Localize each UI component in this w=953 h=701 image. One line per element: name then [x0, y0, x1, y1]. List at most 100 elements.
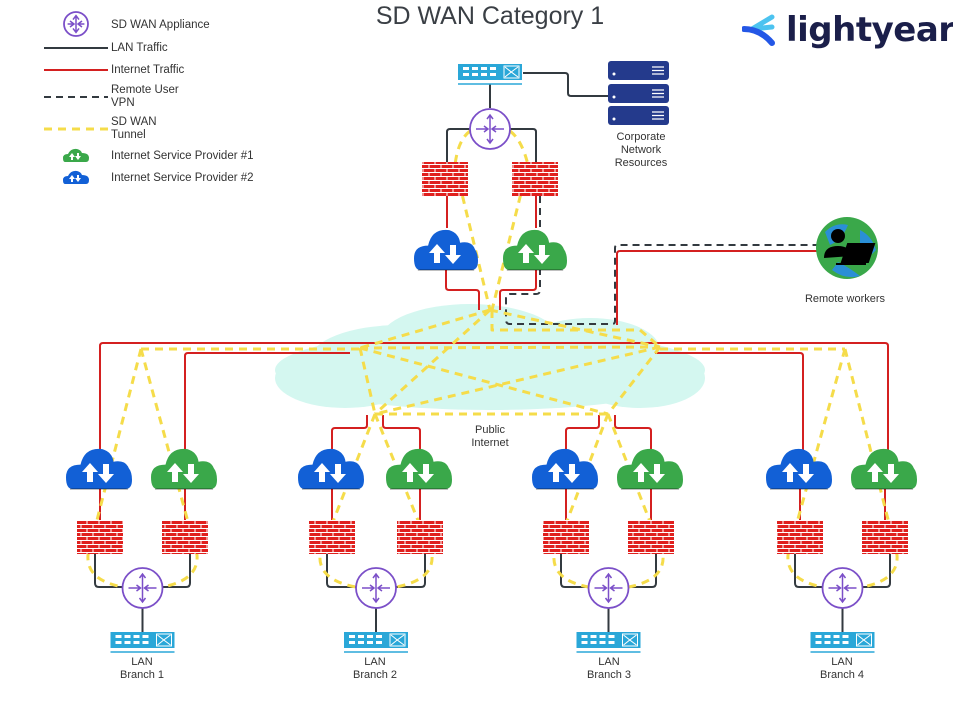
cloud-body — [151, 448, 217, 489]
legend-label-internet: Internet Traffic — [111, 64, 185, 76]
branch-4-isp2-cloud-icon — [766, 448, 832, 490]
server-led — [612, 72, 616, 76]
upload-arrow-icon — [429, 244, 445, 264]
upload-arrow-icon — [782, 463, 798, 483]
switch-port — [842, 635, 849, 638]
branch-2-sd-wan-appliance-icon — [355, 567, 397, 609]
switch-port — [463, 67, 469, 70]
switch-port — [824, 635, 831, 638]
download-arrow-icon — [649, 464, 665, 484]
lightyear-logo-text: lightyear — [786, 10, 953, 50]
hq-lan-switch-icon — [458, 64, 522, 85]
hq-sd-wan-appliance-icon — [469, 108, 511, 150]
legend-appliance-icon — [63, 11, 89, 37]
legend-label-lan: LAN Traffic — [111, 42, 168, 54]
upload-arrow-icon — [867, 463, 883, 483]
switch-port — [133, 635, 140, 638]
switch-port — [472, 73, 478, 76]
branch-4-sd-wan-appliance-icon — [821, 567, 864, 609]
branch-1-4-outer-internet-line — [99, 342, 889, 455]
switch-cross-icon — [390, 634, 405, 646]
legend-label-appliance: SD WAN Appliance — [111, 19, 210, 31]
branch-1-isp2-cloud-icon — [66, 448, 132, 490]
hq-isp1-to-internet-line — [499, 265, 537, 310]
branch-1-fw2-lan-line — [162, 554, 191, 588]
switch-port — [608, 635, 615, 638]
branch-4-inner-internet-line — [655, 352, 804, 455]
firewall-bricks — [397, 520, 443, 554]
remote-worker-icon — [816, 217, 878, 279]
branch-3-right-internet-line — [614, 415, 652, 455]
appliance-arrows — [128, 572, 157, 604]
cloud-body — [503, 229, 567, 270]
hq-firewall-2-icon — [512, 162, 558, 196]
switch-port — [599, 635, 606, 638]
firewall-bricks — [512, 162, 558, 196]
switch-port — [815, 641, 822, 644]
upload-arrow-icon — [167, 463, 183, 483]
branch-2-fw2-lan-line — [396, 554, 426, 588]
switch-port — [481, 67, 487, 70]
switch-port — [463, 73, 469, 76]
branch-1-tunnel-left — [86, 348, 143, 589]
branch-4-firewall-1-icon — [777, 520, 823, 554]
switch-cross-icon — [504, 66, 519, 78]
cloud-body — [63, 148, 89, 162]
branch-3-tunnel-right — [606, 413, 665, 589]
branch-1-firewall-1-icon — [77, 520, 123, 554]
branch-2-lan-switch-icon — [344, 632, 408, 653]
branch-3-sd-wan-appliance-icon — [587, 567, 630, 609]
hq-firewall-1-icon — [422, 162, 468, 196]
branch-4-isp1-cloud-icon — [851, 448, 917, 490]
internet-mesh-tunnel-t-l — [359, 308, 491, 350]
branch-2-isp2-cloud-icon — [298, 448, 364, 490]
firewall-bricks — [862, 520, 908, 554]
download-arrow-icon — [445, 245, 461, 265]
branch-4-tunnel-left — [786, 348, 847, 589]
switch-port — [124, 635, 131, 638]
branch-1-fw1-lan-line — [94, 554, 123, 588]
upload-arrow-icon — [314, 463, 330, 483]
branch-3-firewall-1-icon — [543, 520, 589, 554]
switch-port — [358, 635, 364, 638]
branch-1-lan-text: LAN — [131, 656, 153, 668]
download-arrow-icon — [798, 464, 814, 484]
firewall-bricks — [628, 520, 674, 554]
switch-port — [481, 73, 487, 76]
switch-port — [815, 635, 822, 638]
cloud-body — [386, 448, 452, 489]
switch-port — [358, 641, 364, 644]
branch-3-name-text: Branch 3 — [586, 669, 632, 681]
branch-3-left-internet-line — [565, 415, 600, 455]
branch-1-sd-wan-appliance-icon — [121, 567, 164, 609]
branch-2-name-text: Branch 2 — [352, 669, 398, 681]
switch-port — [142, 641, 149, 644]
branch-3-isp2-cloud-icon — [532, 448, 598, 490]
branch-4-lan-text: LAN — [831, 656, 853, 668]
appliance-arrows — [476, 113, 504, 145]
internet-mesh-tunnel-r-bl — [374, 345, 661, 416]
switch-port — [590, 641, 597, 644]
hq-tunnel-left — [453, 129, 492, 311]
switch-cross-box — [156, 633, 172, 647]
internet-mesh-tunnel-l-br — [359, 346, 609, 416]
hq-isp2-cloud-icon — [414, 229, 478, 271]
switch-cross-box — [856, 633, 872, 647]
server-vents — [652, 111, 664, 120]
branch-2-tunnel-left — [318, 413, 377, 589]
switch-cross-icon — [623, 634, 637, 646]
switch-port — [833, 635, 840, 638]
firewall-bricks — [309, 520, 355, 554]
switch-cross-icon — [857, 634, 871, 646]
firewall-bricks — [162, 520, 208, 554]
branch-4-fw2-lan-line — [862, 554, 891, 588]
download-arrow-icon — [883, 464, 899, 484]
switch-port — [367, 641, 373, 644]
branch-4-name-text: Branch 4 — [819, 669, 865, 681]
hq-tunnel-right — [490, 129, 530, 311]
switch-port — [824, 641, 831, 644]
